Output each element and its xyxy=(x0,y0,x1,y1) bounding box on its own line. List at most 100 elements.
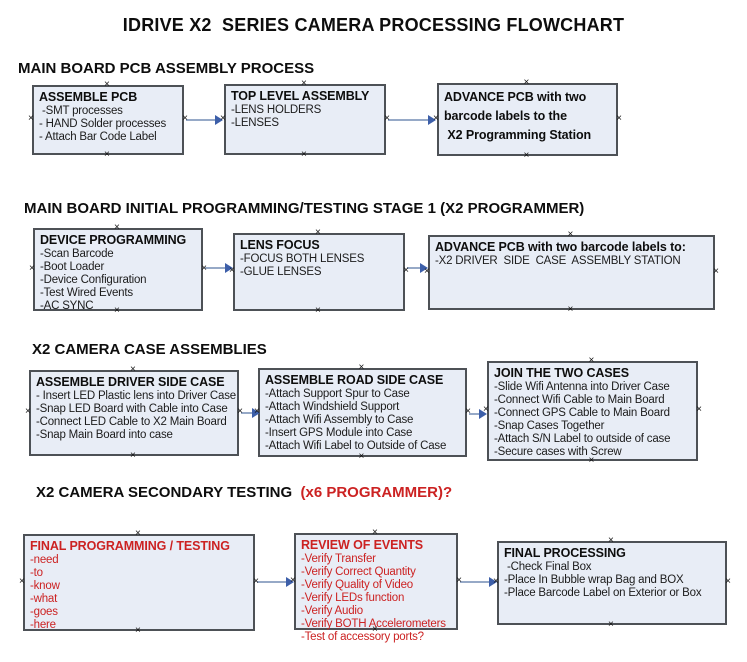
connection-point-icon: × xyxy=(182,113,188,124)
box-item: -X2 DRIVER SIDE CASE ASSEMBLY STATION xyxy=(435,255,681,267)
connection-point-icon: × xyxy=(220,112,226,124)
box-item: -Verify LEDs function xyxy=(301,592,405,604)
box-item: -to xyxy=(30,567,43,579)
box-item: -Test Wired Events xyxy=(40,287,133,299)
page-title: IDRIVE X2 SERIES CAMERA PROCESSING FLOWC… xyxy=(122,15,625,35)
connection-point-icon: × xyxy=(25,406,31,417)
section-heading-case-assemblies: X2 CAMERA CASE ASSEMBLIES xyxy=(32,341,267,358)
box-item: -Attach Wifi Label to Outside of Case xyxy=(265,440,447,452)
connection-point-icon: × xyxy=(315,305,321,316)
flow-box-join-the-two-cases: × × × × JOIN THE TWO CASES -Slide Wifi A… xyxy=(483,356,702,466)
connection-point-icon: × xyxy=(254,405,260,417)
box-item: -Place Barcode Label on Exterior or Box xyxy=(504,587,702,599)
box-item: -Attach Wifi Assembly to Case xyxy=(265,414,414,426)
connection-point-icon: × xyxy=(403,265,409,276)
box-title: ADVANCE PCB with two barcode labels to t… xyxy=(444,90,592,142)
box-item: -Snap LED Board with Cable into Case xyxy=(36,403,228,415)
connection-point-icon: × xyxy=(237,406,243,417)
connection-point-icon: × xyxy=(130,364,136,375)
flow-box-advance-pcb-programming-station: × × × × ADVANCE PCB with two barcode lab… xyxy=(433,78,622,161)
connection-point-icon: × xyxy=(135,528,141,539)
box-title: TOP LEVEL ASSEMBLY xyxy=(231,89,370,103)
connection-point-icon: × xyxy=(201,262,207,274)
connection-point-icon: × xyxy=(372,624,378,635)
section-heading-initial-programming: MAIN BOARD INITIAL PROGRAMMING/TESTING S… xyxy=(24,200,585,217)
connection-point-icon: × xyxy=(424,265,430,277)
connection-point-icon: × xyxy=(713,265,719,277)
heading-red-part: (x6 PROGRAMMER)? xyxy=(296,484,453,501)
connection-point-icon: × xyxy=(114,222,120,233)
connection-point-icon: × xyxy=(135,625,141,636)
box-item: -LENSES xyxy=(231,117,279,129)
flow-box-review-of-events: × × × × REVIEW OF EVENTS -Verify Transfe… xyxy=(290,528,462,644)
box-item: - HAND Solder processes xyxy=(39,118,167,130)
connection-point-icon: × xyxy=(567,304,574,315)
connection-point-icon: × xyxy=(301,149,307,160)
box-item: -what xyxy=(30,593,58,605)
box-title: FINAL PROGRAMMING / TESTING xyxy=(30,539,230,553)
connection-point-icon: × xyxy=(456,574,462,586)
connection-point-icon: × xyxy=(523,77,530,88)
box-item: -LENS HOLDERS xyxy=(231,104,322,116)
connection-point-icon: × xyxy=(28,113,34,124)
connection-point-icon: × xyxy=(588,355,595,366)
connection-point-icon: × xyxy=(372,527,378,538)
connection-point-icon: × xyxy=(523,150,530,161)
box-item: -SMT processes xyxy=(39,105,123,117)
box-item: -Slide Wifi Antenna into Driver Case xyxy=(494,381,670,393)
connection-point-icon: × xyxy=(465,405,471,417)
box-item: -Connect LED Cable to X2 Main Board xyxy=(36,416,227,428)
box-title: ASSEMBLE ROAD SIDE CASE xyxy=(265,373,444,387)
flow-box-final-programming-testing: × × × × FINAL PROGRAMMING / TESTING -nee… xyxy=(19,529,259,636)
connection-point-icon: × xyxy=(384,112,390,124)
connection-point-icon: × xyxy=(483,404,489,415)
box-item: -Attach Support Spur to Case xyxy=(265,388,410,400)
box-item: -Secure cases with Screw xyxy=(494,446,622,458)
box-item: -AC SYNC xyxy=(40,300,94,312)
box-item: -GLUE LENSES xyxy=(240,266,322,278)
connection-point-icon: × xyxy=(130,450,136,461)
box-title: ADVANCE PCB with two barcode labels to: xyxy=(435,240,686,254)
connection-point-icon: × xyxy=(358,362,365,373)
box-title: DEVICE PROGRAMMING xyxy=(40,233,187,247)
flow-box-top-level-assembly: × × × × TOP LEVEL ASSEMBLY -LENS HOLDERS… xyxy=(220,79,390,160)
box-item: -Snap Main Board into case xyxy=(36,429,173,441)
connection-point-icon: × xyxy=(608,535,614,546)
flow-box-lens-focus: × × × × LENS FOCUS -FOCUS BOTH LENSES -G… xyxy=(229,228,409,316)
connection-point-icon: × xyxy=(433,112,439,124)
box-item: -Insert GPS Module into Case xyxy=(265,427,413,439)
box-item: -Verify Transfer xyxy=(301,553,376,565)
connection-point-icon: × xyxy=(567,229,574,240)
box-item: -Attach Windshield Support xyxy=(265,401,400,413)
connection-point-icon: × xyxy=(493,576,499,587)
box-item: -Connect GPS Cable to Main Board xyxy=(494,407,670,419)
box-item: -Device Configuration xyxy=(40,274,147,286)
connection-point-icon: × xyxy=(696,404,702,415)
box-title: ASSEMBLE PCB xyxy=(39,90,138,104)
connection-point-icon: × xyxy=(616,112,622,124)
flow-box-assemble-road-side-case: × × × × ASSEMBLE ROAD SIDE CASE -Attach … xyxy=(254,363,471,462)
connection-point-icon: × xyxy=(608,619,614,630)
connection-point-icon: × xyxy=(290,574,296,586)
box-item: -know xyxy=(30,580,60,592)
box-item: -Place In Bubble wrap Bag and BOX xyxy=(504,574,684,586)
box-item: -Test of accessory ports? xyxy=(301,631,424,643)
box-item: -Verify Quality of Video xyxy=(301,579,413,591)
heading-black-part: X2 CAMERA SECONDARY TESTING xyxy=(36,484,297,501)
flow-box-assemble-driver-side-case: × × × × ASSEMBLE DRIVER SIDE CASE - Inse… xyxy=(25,365,243,461)
box-item: -Verify BOTH Accelerometers xyxy=(301,618,446,630)
connection-point-icon: × xyxy=(104,149,110,160)
flow-box-device-programming: × × × × DEVICE PROGRAMMING -Scan Barcode… xyxy=(29,223,207,316)
section-heading-pcb-assembly: MAIN BOARD PCB ASSEMBLY PROCESS xyxy=(18,60,315,77)
box-title: FINAL PROCESSING xyxy=(504,546,626,560)
connection-point-icon: × xyxy=(114,305,120,316)
connection-point-icon: × xyxy=(725,576,731,587)
connection-point-icon: × xyxy=(301,78,307,89)
box-item: -here xyxy=(30,619,56,631)
connection-point-icon: × xyxy=(29,262,35,274)
connection-point-icon: × xyxy=(253,575,259,587)
box-title: ASSEMBLE DRIVER SIDE CASE xyxy=(36,375,225,389)
flow-box-assemble-pcb: × × × × ASSEMBLE PCB -SMT processes - HA… xyxy=(28,80,188,160)
connection-point-icon: × xyxy=(588,455,595,466)
